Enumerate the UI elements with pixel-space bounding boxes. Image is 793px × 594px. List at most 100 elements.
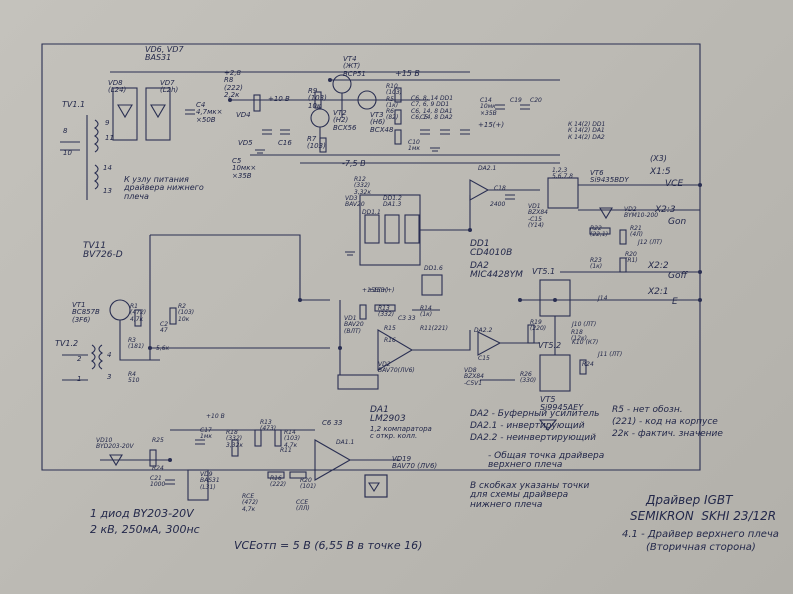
footnote-diode: 1 диод BY203-20V bbox=[90, 507, 194, 520]
footnote-diode-spec: 2 кВ, 250мА, 300нс bbox=[90, 523, 200, 536]
vt5-2-label: VT5.2 bbox=[538, 341, 562, 350]
r11-label: R11(221) bbox=[420, 325, 448, 332]
rail-10v-label: +10 В bbox=[268, 95, 290, 103]
cce-label: CCE (ЛЛ) bbox=[296, 499, 310, 513]
tv1-label: TV1.1 bbox=[62, 100, 86, 109]
tv1-pin-label: 9 bbox=[105, 119, 110, 127]
rail-15v-d-label: +15В(+) bbox=[368, 287, 395, 294]
x2-3-label: X2:3 bbox=[655, 205, 676, 215]
vt2-label: VT2 (Н2) BCX56 bbox=[333, 109, 357, 132]
outer-bus bbox=[41, 43, 701, 471]
comparator-middle bbox=[337, 300, 471, 390]
r12-label: R12 (332) 3,32к bbox=[354, 176, 371, 196]
junction-dots bbox=[148, 78, 702, 462]
x2-2-label: X2:2 bbox=[648, 261, 669, 271]
legend-r221-note: (221) - код на корпусе bbox=[612, 417, 718, 427]
vd3-label: VD3 BAV20 bbox=[345, 195, 365, 209]
vd8b-label: VD8 BZX84 -C5V1 bbox=[464, 367, 484, 387]
x3-label: (X3) bbox=[650, 154, 667, 163]
e-label: E bbox=[672, 297, 678, 307]
r13b-label: R13 (473) bbox=[260, 419, 277, 433]
logic-dd1 bbox=[359, 194, 471, 296]
vd4-label: VD4 bbox=[236, 111, 251, 119]
tv1-pin-label: 11 bbox=[105, 134, 114, 142]
rail-neg-label: -7,5 В bbox=[342, 159, 366, 168]
j11-label: J11 (ЛТ) bbox=[598, 351, 623, 358]
vt6-label: VT6 Si9435BDY bbox=[590, 169, 629, 185]
vd6-vd7-label: VD6, VD7 BAS31 bbox=[145, 45, 184, 63]
dd-list-label: C6, 8, 14 DD1 C7, 6, 9 DD1 C6, 14, 8 DA1… bbox=[411, 95, 454, 121]
vd10-label: VD10 BYD203-20V bbox=[96, 437, 134, 451]
legend-line-2: DA2.1 - инвертирующий bbox=[470, 421, 585, 431]
rail-15v-label: +15 В bbox=[395, 69, 420, 78]
tv1-pin-label: 14 bbox=[103, 164, 112, 172]
rail-15v-c-label: +15В(+) bbox=[362, 287, 389, 294]
r16b-label: R16 (222) bbox=[270, 475, 287, 489]
r24b-label: R24 bbox=[152, 465, 164, 472]
caps-top bbox=[185, 104, 530, 135]
r2-label: R2 (103) 10к bbox=[178, 303, 195, 323]
c18-label: C18 bbox=[494, 185, 506, 192]
da1-list-label: К 14(2) DD1 К 14(2) DA1 К 14(2) DA2 bbox=[568, 121, 606, 141]
r10-r5-label: R10 (103) R5 (1к) R6 (82) bbox=[386, 83, 403, 122]
r20b-label: R20 (101) bbox=[300, 477, 317, 491]
dd1-2-label: DD1.2 DA1.3 bbox=[383, 195, 402, 209]
vd5-label: VD5 bbox=[238, 139, 253, 147]
tv1-note: К узлу питания драйвера нижнего плеча bbox=[124, 175, 204, 201]
j10-label: J10 (ЛТ) bbox=[572, 321, 597, 328]
title-line-1: Драйвер IGBT bbox=[646, 493, 733, 507]
r13-label: R13 (332) bbox=[378, 305, 395, 319]
vd19-label: VD19 BAV70 (ЛV6) bbox=[392, 455, 438, 471]
c20-label: C20 bbox=[530, 97, 542, 104]
title-line-3: 4.1 - Драйвер верхнего плеча bbox=[622, 529, 779, 540]
vd7-label: VD7 (L2h) bbox=[160, 79, 179, 95]
output-network bbox=[520, 207, 700, 301]
rce-label: RCE (472) 4,7к bbox=[242, 493, 259, 513]
vt6-pins-label: 1,2,3 5,6,7,8 bbox=[552, 167, 573, 181]
r14-label: R14 (1к) bbox=[420, 305, 433, 319]
legend-r5-note: R5 - нет обозн. bbox=[612, 405, 683, 415]
c5-ind-label: C5 bbox=[420, 114, 429, 121]
title-line-4: (Вторичная сторона) bbox=[646, 542, 756, 553]
da2-label: DA2 MIC4428YM bbox=[470, 261, 523, 281]
j14-label: J14 bbox=[598, 295, 608, 302]
c19-label: C19 bbox=[510, 97, 522, 104]
tv12-pin-label: 3 bbox=[107, 373, 112, 381]
legend-ground-note: - Общая точка драйвера верхнего плеча bbox=[488, 451, 605, 471]
r8-label: +2,8 R8 (222) 2,2к bbox=[224, 69, 243, 100]
vt3-label: VT3 (H6) BCX48 bbox=[370, 111, 394, 134]
r24-label: R24 bbox=[582, 361, 594, 368]
tv1-pin-label: 8 bbox=[63, 127, 68, 135]
da1-label: DA1 LM2903 bbox=[370, 405, 406, 425]
title-line-2: SEMIKRON SKHI 23/12R bbox=[630, 509, 777, 523]
vce-label: VCE bbox=[665, 179, 684, 189]
vd9-label: VD9 BAS31 (L31) bbox=[200, 471, 220, 491]
legend-line-3: DA2.2 - неинвертирующий bbox=[470, 433, 596, 443]
da2-1-label: DA2.1 bbox=[478, 165, 497, 172]
legend-line-1: DA2 - Буферный усилитель bbox=[470, 409, 600, 419]
c16-label: C16 bbox=[278, 139, 292, 147]
footnote-vce: VCEотп = 5 В (6,55 В в точке 16) bbox=[234, 539, 423, 552]
legend-ground-note-2: В скобках указаны точки для схемы драйве… bbox=[470, 481, 590, 510]
dd1-label: DD1 CD4010B bbox=[470, 239, 513, 259]
x2-1-label: X2:1 bbox=[648, 287, 669, 297]
c15-label: C15 bbox=[478, 355, 490, 362]
diode-vd19 bbox=[364, 474, 388, 498]
vd8-label: VD8 (L24) bbox=[108, 79, 127, 95]
transistor-vt6 bbox=[547, 177, 700, 211]
tv12-pin-label: 1 bbox=[77, 375, 82, 383]
vt4-label: VT4 (ЖТ) BCP51 bbox=[343, 55, 366, 78]
r26-label: R26 (330) bbox=[520, 371, 537, 385]
da2-2-label: DA2.2 bbox=[474, 327, 493, 334]
resistors-top bbox=[253, 87, 402, 153]
da1-desc: 1,2 компаратора с откр. колл. bbox=[370, 425, 432, 441]
r14b-label: R14 (103) 4,7к bbox=[284, 429, 301, 449]
r18-label: R18 (12к) bbox=[571, 329, 587, 343]
r16-label: R16 bbox=[384, 337, 396, 344]
bottom-supply bbox=[109, 439, 209, 501]
vd1-label: VD1 BZX84 -C15 (Y14) bbox=[528, 203, 548, 229]
diode-bridge-top bbox=[112, 87, 171, 141]
r22-label: R22 (22,1) bbox=[590, 225, 609, 239]
vt1-label: VT1 BC857B (3F6) bbox=[72, 301, 100, 324]
r17-label: 2400 bbox=[490, 201, 506, 208]
